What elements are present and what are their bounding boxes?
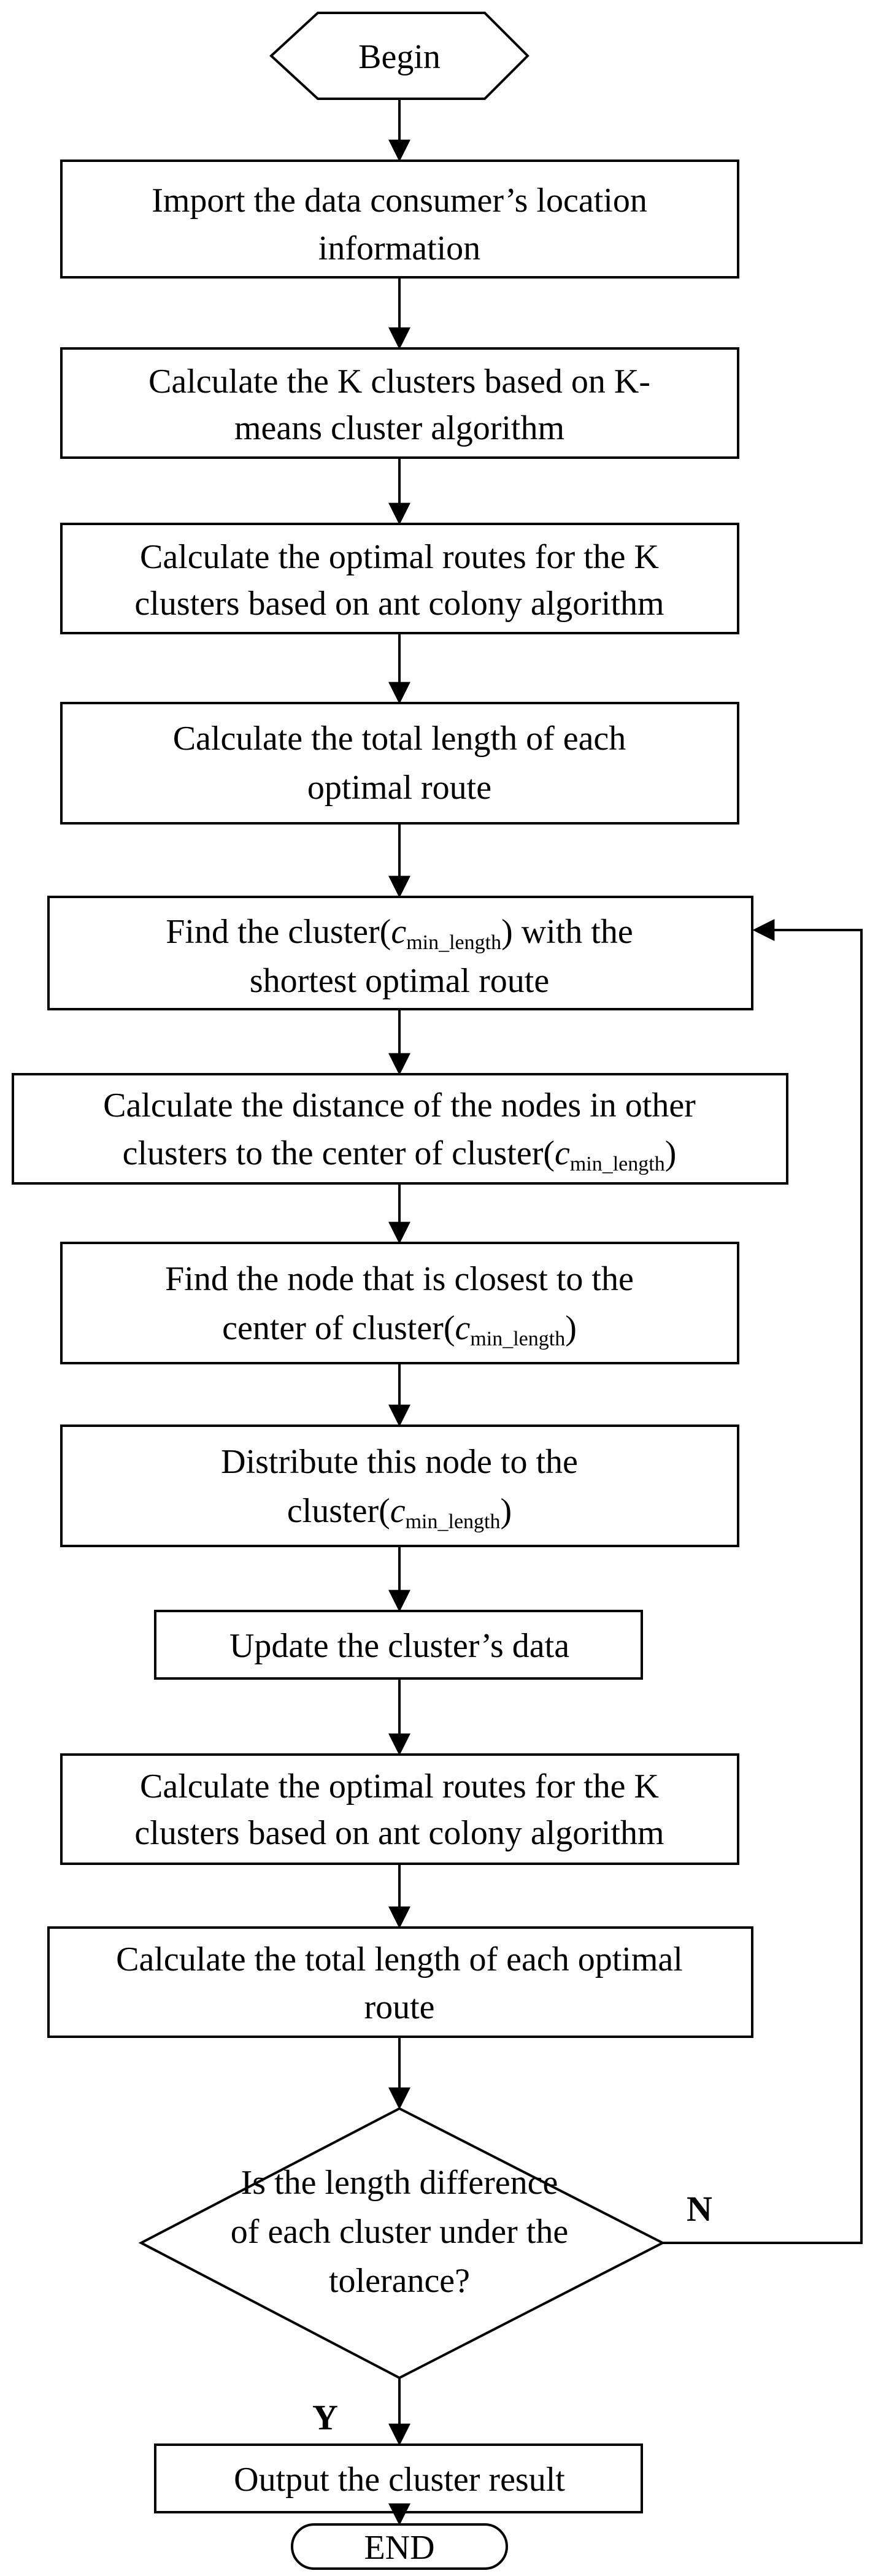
step-total-length-1: Calculate the total length of each optim… — [60, 702, 739, 825]
step-update-cluster-data: Update the cluster’s data — [154, 1610, 643, 1680]
decision-line3: tolerance? — [329, 2262, 470, 2300]
step6-line2: clusters to the center of cluster(cmin_l… — [123, 1134, 677, 1175]
step2-line2: means cluster algorithm — [234, 409, 564, 447]
step11-line2: route — [364, 1988, 434, 2026]
decision-tolerance: Is the length difference of each cluster… — [138, 2107, 666, 2380]
output-label: Output the cluster result — [234, 2461, 565, 2499]
step-closest-node: Find the node that is closest to the cen… — [60, 1242, 739, 1364]
edge-decision-no-loop — [663, 919, 863, 2244]
step-optimal-routes-2: Calculate the optimal routes for the K c… — [60, 1753, 739, 1865]
step11-line1: Calculate the total length of each optim… — [116, 1940, 683, 1978]
step-total-length-2: Calculate the total length of each optim… — [47, 1926, 753, 2038]
step5-line1: Find the cluster(cmin_length) with the — [166, 913, 633, 954]
step8-line1: Distribute this node to the — [221, 1443, 578, 1481]
step-node-distances: Calculate the distance of the nodes in o… — [12, 1073, 788, 1185]
step10-line1: Calculate the optimal routes for the K — [140, 1767, 659, 1805]
decision-line2: of each cluster under the — [231, 2213, 568, 2251]
step-find-shortest-cluster: Find the cluster(cmin_length) with the s… — [47, 896, 753, 1010]
step1-line2: information — [318, 229, 480, 267]
step8-line2: cluster(cmin_length) — [287, 1492, 512, 1533]
begin-terminal: Begin — [269, 12, 529, 100]
step3-line1: Calculate the optimal routes for the K — [140, 538, 659, 576]
step-kmeans-clusters: Calculate the K clusters based on K- mea… — [60, 347, 739, 459]
step-optimal-routes-1: Calculate the optimal routes for the K c… — [60, 523, 739, 634]
step9-line1: Update the cluster’s data — [229, 1627, 569, 1665]
end-terminal: END — [291, 2523, 508, 2570]
begin-label: Begin — [358, 38, 441, 76]
step-distribute-node: Distribute this node to the cluster(cmin… — [60, 1424, 739, 1547]
step1-line1: Import the data consumer’s location — [152, 182, 647, 220]
decision-line1: Is the length difference — [241, 2164, 558, 2202]
no-label: N — [687, 2189, 712, 2229]
step3-line2: clusters based on ant colony algorithm — [134, 585, 664, 623]
step-output-result: Output the cluster result — [154, 2443, 643, 2513]
step4-line1: Calculate the total length of each — [173, 720, 626, 758]
step10-line2: clusters based on ant colony algorithm — [134, 1814, 664, 1852]
step7-line1: Find the node that is closest to the — [165, 1260, 634, 1298]
yes-label: Y — [312, 2397, 338, 2437]
end-label: END — [364, 2529, 434, 2567]
step7-line2: center of cluster(cmin_length) — [222, 1309, 577, 1350]
step6-line1: Calculate the distance of the nodes in o… — [103, 1086, 696, 1125]
step5-line2: shortest optimal route — [250, 962, 549, 1000]
step4-line2: optimal route — [307, 769, 491, 807]
step-import-location: Import the data consumer’s location info… — [60, 160, 739, 279]
step2-line1: Calculate the K clusters based on K- — [148, 363, 650, 401]
